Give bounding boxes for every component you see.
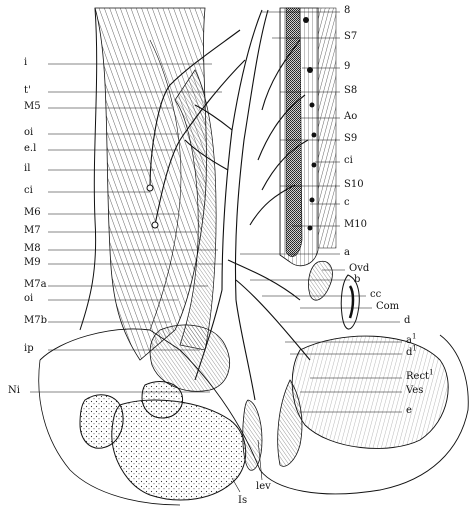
label-Ovd: Ovd <box>349 263 370 274</box>
label-Com: Com <box>376 301 400 312</box>
label-M5: M5 <box>24 101 41 112</box>
label-il: il <box>24 163 31 174</box>
label-d: d <box>404 315 411 326</box>
bone-cut-mid <box>141 381 184 419</box>
label-Ni: Ni <box>8 385 20 396</box>
rectum <box>277 379 303 467</box>
label-oi: oi <box>24 127 34 138</box>
pubic-bone <box>111 399 247 501</box>
colon-loop <box>340 274 360 330</box>
abdominal-wall-muscle <box>94 7 207 361</box>
label-M8: M8 <box>24 243 41 254</box>
label-M7b: M7b <box>24 315 48 326</box>
label-a-prime: a1 <box>406 332 417 346</box>
colon-lumen <box>348 285 355 319</box>
spinal-ganglia <box>303 17 317 231</box>
label-M9: M9 <box>24 257 41 268</box>
label-M10: M10 <box>344 219 367 230</box>
ovary-duct <box>308 260 333 301</box>
levator-ani <box>242 399 263 471</box>
leader-lines <box>30 11 402 493</box>
right-tissue-band <box>317 7 337 249</box>
label-S7: S7 <box>344 31 358 42</box>
label-e: e <box>406 405 412 416</box>
label-Ao: Ao <box>344 111 358 122</box>
iliopsoas-distal <box>149 324 230 392</box>
pelvic-outline <box>39 328 469 495</box>
label-i: i <box>24 57 28 68</box>
label-M7: M7 <box>24 225 41 236</box>
label-S9: S9 <box>344 133 358 144</box>
label-8: 8 <box>344 5 351 16</box>
label-S10: S10 <box>344 179 364 190</box>
bone-cut-left <box>79 394 124 449</box>
label-c: c <box>344 197 350 208</box>
label-Is: Is <box>238 495 248 506</box>
wall-inner-fascia <box>149 39 182 331</box>
label-ci-left: ci <box>24 185 33 196</box>
label-S8: S8 <box>344 85 358 96</box>
label-t-prime: t' <box>24 85 31 96</box>
label-el: e.l <box>24 143 37 154</box>
aorta <box>285 7 303 257</box>
nerve-end-ci <box>146 184 154 192</box>
label-cc: cc <box>370 289 382 300</box>
label-M7a: M7a <box>24 279 47 290</box>
nerve-plexus <box>149 9 311 401</box>
label-M6: M6 <box>24 207 41 218</box>
outer-wall-edge <box>79 7 98 331</box>
label-9: 9 <box>344 61 351 72</box>
label-Ves: Ves <box>406 385 424 396</box>
label-Rect: Rect1 <box>406 368 434 382</box>
label-oi-lower: oi <box>24 293 34 304</box>
label-a: a <box>344 247 350 258</box>
label-ip: ip <box>24 343 34 354</box>
label-d-prime: d1 <box>406 344 417 358</box>
nerve-end-lower <box>151 221 159 229</box>
label-b: b <box>354 274 361 285</box>
label-ci-right: ci <box>344 155 353 166</box>
lower-contour <box>38 359 181 506</box>
label-lev: lev <box>256 481 271 492</box>
